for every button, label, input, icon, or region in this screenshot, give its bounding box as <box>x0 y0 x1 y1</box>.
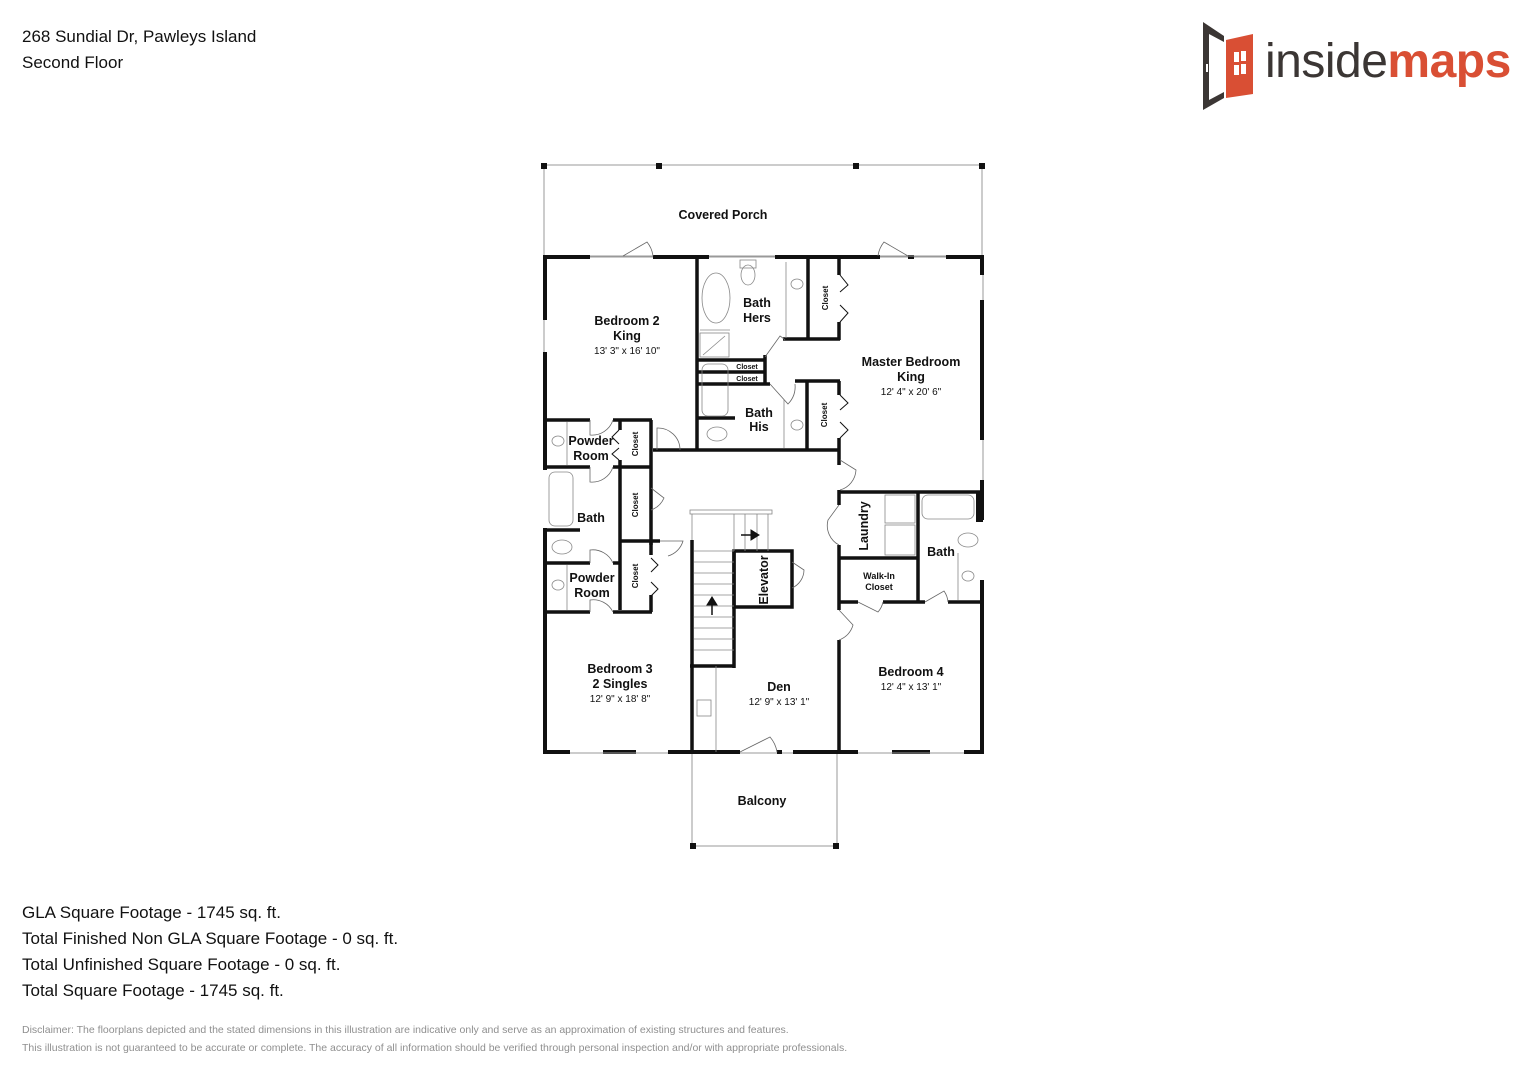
room-label-line: His <box>749 420 769 434</box>
label-closet-small1: Closet <box>736 364 758 371</box>
door-swings <box>589 241 949 753</box>
label-elevator: Elevator <box>757 555 771 604</box>
label-closet-small2: Closet <box>736 376 758 383</box>
balcony <box>690 752 839 849</box>
label-den: Den <box>767 680 791 694</box>
closet-doors <box>611 274 849 597</box>
label-master-bedroom: Master Bedroom <box>862 355 961 369</box>
insidemaps-logo: insidemaps <box>1200 20 1511 112</box>
label-bath-his: Bath <box>745 406 773 420</box>
label-powder-room-2: Powder <box>569 571 614 585</box>
unfinished-footage: Total Unfinished Square Footage - 0 sq. … <box>22 955 341 974</box>
logo-wordmark: insidemaps <box>1265 35 1511 88</box>
finished-non-gla-footage: Total Finished Non GLA Square Footage - … <box>22 929 399 948</box>
room-label-line: Hers <box>743 311 771 325</box>
room-label-line: King <box>613 329 641 343</box>
fixtures <box>548 259 979 752</box>
label-bedroom2: Bedroom 2 <box>594 314 659 328</box>
disclaimer-line-2: This illustration is not guaranteed to b… <box>22 1042 848 1054</box>
label-bath-right: Bath <box>927 545 955 559</box>
gla-footage: GLA Square Footage - 1745 sq. ft. <box>22 903 281 922</box>
label-closet-mid: Closet <box>631 492 640 517</box>
open-door-icon <box>1203 22 1253 110</box>
label-balcony: Balcony <box>738 794 787 808</box>
label-bedroom4: Bedroom 4 <box>878 665 943 679</box>
floor-name: Second Floor <box>22 53 124 72</box>
disclaimer: Disclaimer: The floorplans depicted and … <box>22 1021 847 1057</box>
property-address: 268 Sundial Dr, Pawleys Island <box>22 27 257 46</box>
label-bath-left: Bath <box>577 511 605 525</box>
room-label-line: 2 Singles <box>593 677 648 691</box>
windows <box>543 255 984 754</box>
dims-bedroom2: 13' 3" x 16' 10" <box>594 346 660 357</box>
header: 268 Sundial Dr, Pawleys Island Second Fl… <box>22 24 256 76</box>
label-powder-room-1: Powder <box>568 434 613 448</box>
dims-master: 12' 4" x 20' 6" <box>881 387 942 398</box>
dims-bedroom4: 12' 4" x 13' 1" <box>881 682 942 693</box>
label-closet-hers: Closet <box>821 285 830 310</box>
square-footage-summary: GLA Square Footage - 1745 sq. ft. Total … <box>22 900 398 1004</box>
label-closet-p1: Closet <box>631 431 640 456</box>
label-covered-porch: Covered Porch <box>679 208 768 222</box>
room-label-line: Room <box>573 449 608 463</box>
dims-den: 12' 9" x 13' 1" <box>749 697 810 708</box>
label-closet-p2: Closet <box>631 563 640 588</box>
label-bath-hers: Bath <box>743 296 771 310</box>
dims-bedroom3: 12' 9" x 18' 8" <box>590 694 651 705</box>
disclaimer-line-1: Disclaimer: The floorplans depicted and … <box>22 1024 789 1036</box>
label-laundry: Laundry <box>857 501 871 550</box>
label-closet-his: Closet <box>820 402 829 427</box>
exterior-walls <box>543 255 984 754</box>
room-label-line: Closet <box>865 582 893 592</box>
stair-arrows <box>706 529 760 615</box>
total-footage: Total Square Footage - 1745 sq. ft. <box>22 981 284 1000</box>
staircase[interactable] <box>689 509 773 651</box>
interior-walls <box>545 257 982 754</box>
room-label-line: Room <box>574 586 609 600</box>
label-walkin-closet: Walk-In <box>863 571 895 581</box>
room-label-line: King <box>897 370 925 384</box>
covered-porch <box>541 163 985 258</box>
label-bedroom3: Bedroom 3 <box>587 662 652 676</box>
